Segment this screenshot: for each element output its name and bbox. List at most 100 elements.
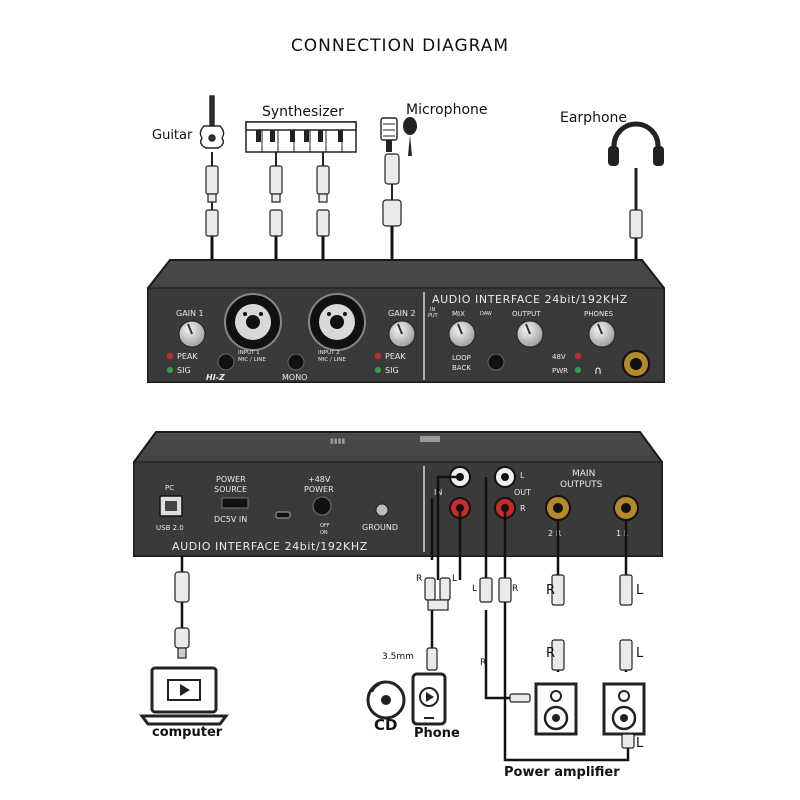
cd-icon bbox=[366, 680, 406, 720]
dc5v-port[interactable] bbox=[275, 511, 291, 519]
synth-plug-2 bbox=[316, 152, 330, 237]
main-output-2r-jack[interactable] bbox=[545, 495, 571, 521]
mix-in-label: IN bbox=[430, 307, 435, 313]
microphone-icon bbox=[380, 117, 417, 156]
guitar-plug bbox=[205, 152, 219, 237]
guitar-icon bbox=[199, 95, 225, 149]
ground-screw[interactable] bbox=[375, 503, 389, 517]
ground-label: GROUND bbox=[362, 523, 398, 532]
input-2-sub: MIC / LINE bbox=[318, 357, 346, 363]
rca-r-label: R bbox=[520, 504, 526, 513]
loopback-button[interactable] bbox=[487, 353, 505, 371]
phone-label: Phone bbox=[414, 726, 460, 741]
xlr-plug bbox=[382, 153, 402, 227]
brand-wordmark: ▮▮▮▮ bbox=[330, 437, 346, 445]
on-label: ON bbox=[320, 530, 328, 536]
usb-port[interactable] bbox=[159, 495, 183, 517]
back-panel: ▮▮▮▮ PC USB 2.0 POWER SOURCE DC5V IN +48… bbox=[133, 431, 663, 557]
off-label: OFF bbox=[320, 523, 330, 529]
pc-label: PC bbox=[165, 484, 174, 492]
rca-out-l[interactable] bbox=[494, 466, 516, 488]
main-output-plugs bbox=[551, 574, 633, 671]
power-source-label-2: SOURCE bbox=[214, 485, 247, 494]
hiz-label: HI-Z bbox=[206, 373, 225, 382]
gain-2-label: GAIN 2 bbox=[388, 309, 416, 318]
peak-label-2: PEAK bbox=[385, 352, 406, 361]
speaker-right-icon bbox=[534, 682, 578, 736]
mono-label: MONO bbox=[282, 373, 307, 382]
phone-35mm-plug bbox=[426, 647, 438, 671]
sig-label-1: SIG bbox=[177, 366, 191, 375]
mix-daw-label: DAW bbox=[480, 311, 492, 317]
48v-label: 48V bbox=[552, 353, 566, 361]
earphone-plug bbox=[629, 168, 643, 239]
headphone-icon: ∩ bbox=[594, 364, 602, 377]
rca-l-label: L bbox=[520, 471, 525, 480]
hiz-button[interactable] bbox=[217, 353, 235, 371]
mix-put-label: PUT bbox=[428, 313, 439, 319]
speaker-r-label-2: R bbox=[546, 646, 556, 661]
input-2-jack[interactable] bbox=[308, 293, 366, 351]
rca-in-r-label: R bbox=[416, 574, 423, 584]
rca-out-plugs bbox=[479, 577, 512, 603]
rca-in-plugs bbox=[424, 577, 451, 611]
speaker-r-label-1: R bbox=[546, 583, 556, 598]
power-label: POWER bbox=[304, 485, 334, 494]
earphone-label: Earphone bbox=[560, 110, 627, 126]
one-l-label: 1 L bbox=[616, 529, 629, 538]
back-label: BACK bbox=[452, 364, 471, 372]
earphone-icon bbox=[608, 121, 664, 166]
rca-out-l-label: L bbox=[472, 584, 478, 594]
brand-logo bbox=[420, 436, 440, 442]
48v-power-button[interactable] bbox=[312, 496, 332, 516]
gain-1-label: GAIN 1 bbox=[176, 309, 204, 318]
phones-jack[interactable] bbox=[622, 350, 650, 378]
input-1-label: INPUT 1 bbox=[238, 350, 260, 356]
peak-label-1: PEAK bbox=[177, 352, 198, 361]
loop-label: LOOP bbox=[452, 354, 471, 362]
synth-plug-1 bbox=[269, 152, 283, 237]
mono-button[interactable] bbox=[287, 353, 305, 371]
sig-led-1 bbox=[167, 367, 173, 373]
phone-icon bbox=[411, 672, 447, 726]
power-source-switch[interactable] bbox=[221, 497, 249, 509]
input-1-jack[interactable] bbox=[224, 293, 282, 351]
page-title: CONNECTION DIAGRAM bbox=[290, 36, 510, 56]
peak-led-2 bbox=[375, 353, 381, 359]
pwr-label: PWR bbox=[552, 367, 568, 375]
input-2-label: INPUT 2 bbox=[318, 350, 340, 356]
power-amplifier-label: Power amplifier bbox=[504, 765, 620, 780]
rca-out-r-label: R bbox=[512, 584, 519, 594]
output-label: OUTPUT bbox=[512, 310, 541, 318]
guitar-label: Guitar bbox=[152, 128, 193, 143]
input-1-sub: MIC / LINE bbox=[238, 357, 266, 363]
computer-label: computer bbox=[152, 725, 223, 740]
microphone-label: Microphone bbox=[406, 102, 488, 118]
sig-label-2: SIG bbox=[385, 366, 399, 375]
synthesizer-icon bbox=[245, 121, 357, 153]
speaker-l-label-1: L bbox=[636, 583, 644, 598]
cable-r-label: R bbox=[480, 658, 487, 668]
main-output-1l-jack[interactable] bbox=[613, 495, 639, 521]
amp-l-label: L bbox=[636, 736, 644, 751]
mix-label: MIX bbox=[452, 310, 465, 318]
front-model-label: AUDIO INTERFACE 24bit/192KHZ bbox=[432, 293, 628, 306]
pwr-led bbox=[575, 367, 581, 373]
main-label: MAIN bbox=[572, 469, 595, 479]
48v-led bbox=[575, 353, 581, 359]
plus48v-label: +48V bbox=[308, 475, 331, 484]
speaker-left-icon bbox=[602, 682, 646, 736]
two-r-label: 2 R bbox=[548, 529, 562, 538]
mm35-label: 3.5mm bbox=[382, 652, 414, 662]
sig-led-2 bbox=[375, 367, 381, 373]
power-source-label-1: POWER bbox=[216, 475, 246, 484]
front-panel: ∩ AUDIO INTERFACE 24bit/192KHZ GAIN 1 GA… bbox=[147, 259, 665, 383]
peak-led-1 bbox=[167, 353, 173, 359]
rca-out-label: OUT bbox=[514, 488, 531, 497]
back-model-label: AUDIO INTERFACE 24bit/192KHZ bbox=[172, 540, 368, 553]
phones-label: PHONES bbox=[584, 310, 614, 318]
usb-cable-plug bbox=[174, 571, 190, 659]
outputs-label: OUTPUTS bbox=[560, 480, 603, 490]
speaker-l-label-2: L bbox=[636, 646, 644, 661]
